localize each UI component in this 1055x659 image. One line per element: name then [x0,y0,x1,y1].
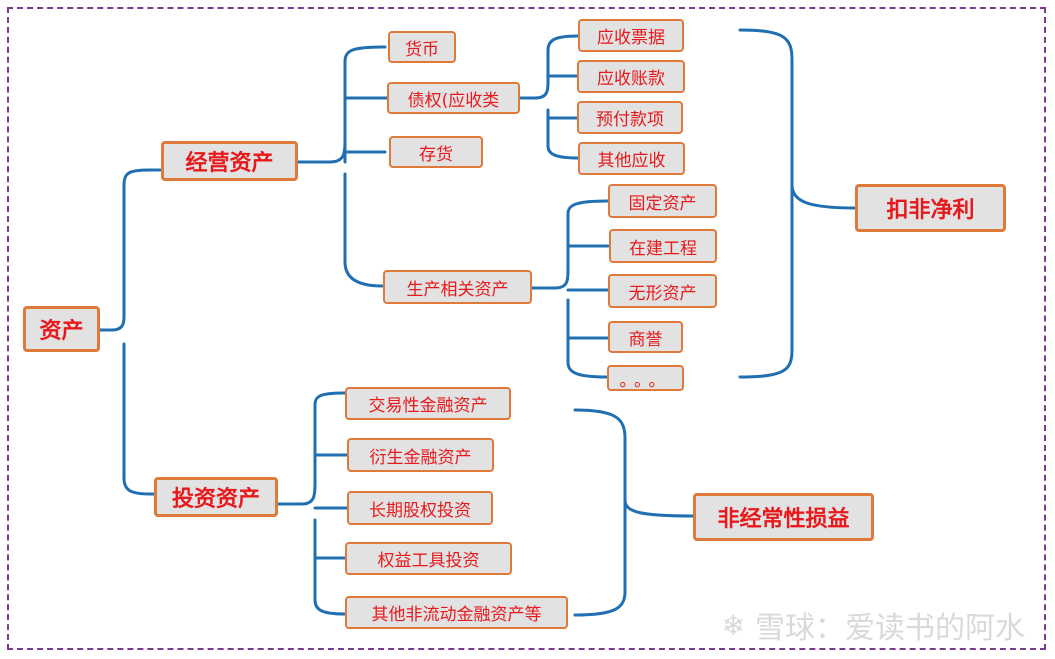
node-intangible-assets: 无形资产 [608,274,717,308]
node-fixed-assets: 固定资产 [608,184,717,218]
node-net-profit-excl-nonrecurring: 扣非净利 [855,184,1006,232]
node-assets: 资产 [23,306,100,352]
node-investment-assets: 投资资产 [154,477,278,517]
node-prepayments: 预付款项 [577,101,683,134]
connector-assets [98,168,162,496]
node-trading-financial-assets: 交易性金融资产 [345,387,511,420]
connector-investment [276,391,349,616]
node-construction-in-progress: 在建工程 [609,229,717,263]
diagram-frame [7,7,1046,650]
connector-production [530,199,610,379]
node-currency: 货币 [388,31,456,63]
node-goodwill: 商誉 [608,321,683,353]
node-other-noncurrent-financial-assets: 其他非流动金融资产等 [345,596,568,629]
connector-receivables [518,34,580,160]
brace-net-profit [738,28,857,379]
node-accounts-receivable: 应收账款 [577,60,685,93]
node-nonrecurring-gains-losses: 非经常性损益 [693,493,874,541]
node-receivables: 债权(应收类 [387,82,520,114]
node-notes-receivable: 应收票据 [578,19,684,52]
node-long-term-equity-investment: 长期股权投资 [347,491,493,525]
snowball-icon: ❄ [721,608,745,642]
brace-nonrecurring [573,408,695,617]
node-other-receivables: 其他应收 [578,142,685,175]
node-operating-assets: 经营资产 [161,141,298,181]
node-derivative-financial-assets: 衍生金融资产 [347,438,494,472]
node-inventory: 存货 [389,136,483,168]
watermark-text: 雪球：爱读书的阿水 [755,611,1025,646]
connector-operating [296,45,389,288]
watermark: ❄ 雪球：爱读书的阿水 [722,603,1025,647]
node-ellipsis: 。。。 [607,365,684,391]
node-equity-instrument-investment: 权益工具投资 [345,542,512,575]
node-production-assets: 生产相关资产 [383,270,532,304]
